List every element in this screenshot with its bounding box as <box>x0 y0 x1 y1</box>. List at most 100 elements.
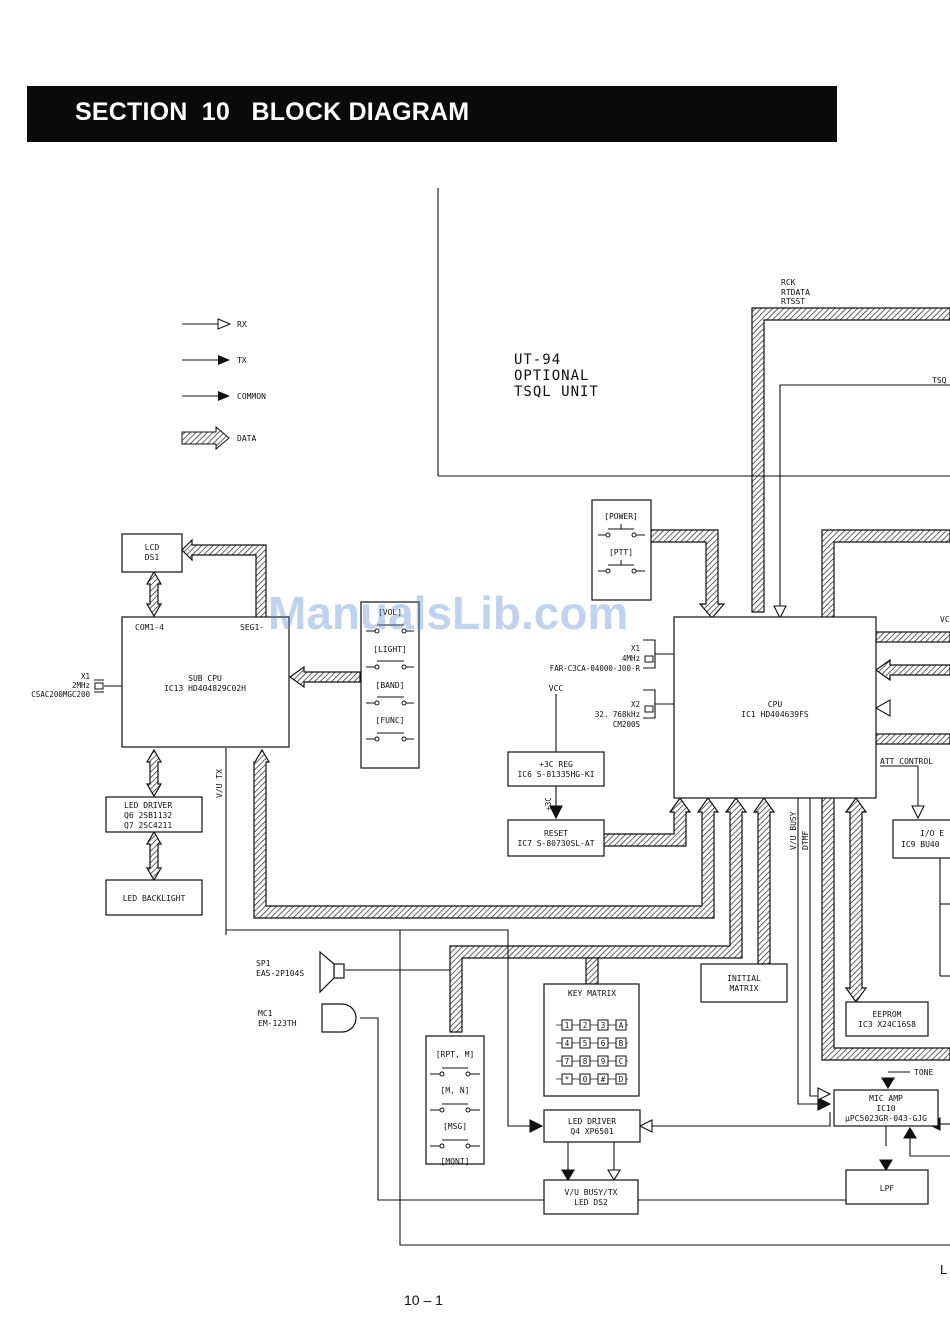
edge-letter: L <box>940 1262 948 1277</box>
initial-matrix-label1: INITIAL <box>727 974 761 983</box>
dtmf-label: DTMF <box>801 831 810 850</box>
key-matrix-key <box>615 1073 627 1085</box>
lcd-ds1: DS1 <box>145 553 160 562</box>
page-number: 10 – 1 <box>404 1292 443 1308</box>
mic-amp-block: TONE MIC AMP IC10 μPC5023GR-043-GJG LPF <box>833 1068 939 1205</box>
key-matrix-key <box>615 1055 627 1067</box>
ut94-line1: UT-94 <box>514 352 561 368</box>
led-backlight-label: LED BACKLIGHT <box>123 894 186 903</box>
watermark: ManualsLib.com <box>268 587 629 639</box>
busy-led-part: LED DS2 <box>574 1198 608 1207</box>
right-labels: VC ATT CONTROL V/U BUSY DTMF V/U TX <box>215 615 950 850</box>
x2-main-label: X2 <box>631 700 640 709</box>
vcc-label: VCC <box>549 684 564 693</box>
power-ptt-block: [POWER] [PTT] <box>591 499 652 601</box>
reset-label: RESET <box>544 829 568 838</box>
x1-sub-label: X1 <box>81 672 90 681</box>
led-driver-1-block: LED DRIVER Q6 2SB1132 Q7 2SC4211 LED BAC… <box>105 796 203 916</box>
key-matrix-key-label: D <box>619 1075 624 1084</box>
key-matrix-key <box>615 1037 627 1049</box>
tone-label: TONE <box>914 1068 933 1077</box>
rtsst-label: RTSST <box>781 297 805 306</box>
cpu-block: CPU IC1 HD404639FS X1 4MHz FAR-C3CA-0400… <box>550 616 877 799</box>
key-matrix-key-label: 5 <box>583 1039 588 1048</box>
vu-busy-label: V/U BUSY <box>789 811 798 850</box>
key-matrix-key <box>579 1055 591 1067</box>
key-matrix-key-label: # <box>601 1075 606 1084</box>
mic-amp-part: μPC5023GR-043-GJG <box>845 1114 927 1123</box>
key-matrix-key-label: * <box>565 1075 570 1084</box>
eeprom-part: IC3 X24C16S8 <box>858 1020 916 1029</box>
speaker-mic-block: SP1 EAS-2P104S MC1 EM-123TH <box>256 950 357 1033</box>
led-driver-1-q6: Q6 2SB1132 <box>124 811 172 820</box>
mic-amp-ic: IC10 <box>876 1104 895 1113</box>
key-matrix-key <box>615 1019 627 1031</box>
key-matrix-key-label: 2 <box>583 1021 588 1030</box>
lpf-label: LPF <box>880 1184 895 1193</box>
func-key-label: [FUNC] <box>376 716 405 725</box>
x1-main-label: X1 <box>631 644 640 653</box>
led-driver-2-part: Q4 XP6501 <box>570 1127 614 1136</box>
sub-cpu-part: IC13 HD404829C02H <box>164 684 246 693</box>
x2-main-part: CM200S <box>613 720 641 729</box>
x1-main-part: FAR-C3CA-04000-J00-R <box>550 664 641 673</box>
legend-tx-label: TX <box>237 356 247 365</box>
key-matrix-key-label: 7 <box>565 1057 570 1066</box>
msg-key-label: [MSG] <box>443 1122 467 1131</box>
reg-part: IC6 S-81335HG-KI <box>517 770 594 779</box>
eeprom-block: EEPROM IC3 X24C16S8 <box>845 1001 929 1037</box>
x1-sub-part: CSAC200MGC200 <box>31 690 90 699</box>
vc-label: VC <box>940 615 950 624</box>
power-key-label: [POWER] <box>604 512 638 521</box>
band-key-label: [BAND] <box>376 681 405 690</box>
rpt-key-label: [RPT, M] <box>436 1050 475 1059</box>
legend: RX TX COMMON DATA <box>181 318 266 451</box>
key-matrix-key <box>579 1019 591 1031</box>
key-matrix-key <box>561 1037 573 1049</box>
lcd-label: LCD <box>145 543 160 552</box>
eeprom-label: EEPROM <box>873 1010 902 1019</box>
x1-sub-freq: 2MHz <box>72 681 90 690</box>
rck-label: RCK <box>781 278 796 287</box>
key-matrix-key <box>561 1019 573 1031</box>
ut94-line3: TSQL UNIT <box>514 384 599 400</box>
mic-amp-label: MIC AMP <box>869 1094 903 1103</box>
reg-label: +3C REG <box>539 760 573 769</box>
section-title: SECTION 10 BLOCK DIAGRAM <box>75 98 470 126</box>
key-matrix-key-label: 0 <box>583 1075 588 1084</box>
key-matrix-key <box>597 1019 609 1031</box>
sub-cpu-name: SUB CPU <box>188 674 222 683</box>
io-block: I/O E IC9 BU40 <box>892 819 950 976</box>
led-driver-2-label: LED DRIVER <box>568 1117 616 1126</box>
tsq-label: TSQ <box>932 376 947 385</box>
sub-cpu-block: COM1-4 SEG1- SUB CPU IC13 HD404829C02H X… <box>31 616 290 748</box>
function-keys-block: [VOL] [LIGHT] [BAND] [FUNC] <box>360 601 420 769</box>
section-header: SECTION 10 BLOCK DIAGRAM <box>27 86 837 142</box>
key-matrix-key <box>579 1073 591 1085</box>
lcd-block: LCD DS1 <box>121 533 183 573</box>
cpu-name: CPU <box>768 700 783 709</box>
mc1-part: EM-123TH <box>258 1019 297 1028</box>
rtdata-label: RTDATA <box>781 288 810 297</box>
arrow-heads <box>529 605 941 1182</box>
vu-tx-label: V/U TX <box>215 769 224 798</box>
reg-out-label: +3C <box>544 797 553 811</box>
io-label: I/O E <box>920 829 944 838</box>
led-driver-2-block: LED DRIVER Q4 XP6501 V/U BUSY/TX LED DS2 <box>543 1109 641 1215</box>
key-matrix-key-label: A <box>619 1021 624 1030</box>
legend-rx-label: RX <box>237 320 247 329</box>
key-matrix-key <box>597 1073 609 1085</box>
key-matrix-key-label: 4 <box>565 1039 570 1048</box>
power-reset-block: VCC +3C REG IC6 S-81335HG-KI +3C RESET I… <box>507 684 605 857</box>
ut94-unit: UT-94 OPTIONAL TSQL UNIT TSQ RCK RTDATA … <box>514 278 947 400</box>
vol-key-label: [VOL] <box>378 608 402 617</box>
x1-main-freq: 4MHz <box>622 654 640 663</box>
legend-data-label: DATA <box>237 434 256 443</box>
sp1-label: SP1 <box>256 959 271 968</box>
led-driver-1-label: LED DRIVER <box>124 801 172 810</box>
key-matrix-key-label: 8 <box>583 1057 588 1066</box>
x2-main-freq: 32. 768kHz <box>595 710 640 719</box>
